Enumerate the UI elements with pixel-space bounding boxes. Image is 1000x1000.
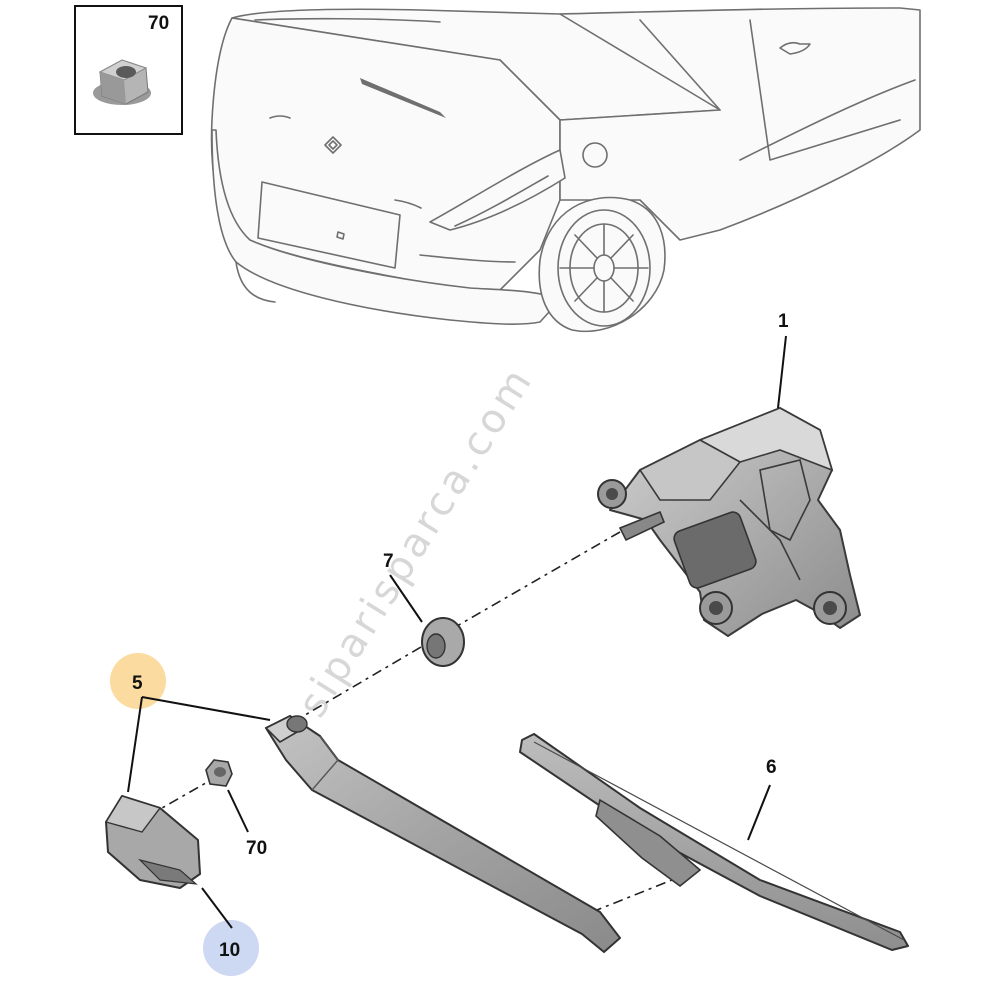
watermark-text: siparisparca.com [289,358,542,725]
callout-7: 7 [383,551,394,572]
leader-lines [127,335,787,929]
flange-nut-icon [93,59,151,105]
assembly-line-blade [591,879,673,913]
assembly-line-cap [161,775,219,809]
arm-nut-part [205,759,233,787]
inset-box: 70 [74,5,183,135]
wiper-motor-part [597,407,861,637]
wiper-arm-part [264,715,621,953]
callout-10: 10 [219,940,240,961]
callout-5: 5 [132,673,143,694]
callout-5-highlight [110,653,166,709]
callout-6: 6 [766,757,777,778]
callout-10-highlight [203,920,259,976]
arm-cap-part [104,795,201,889]
grommet-part [421,617,465,667]
wiper-blade-part [519,733,909,951]
car-rear-view [210,7,921,333]
callout-70: 70 [246,838,267,859]
inset-label: 70 [148,13,169,34]
callout-1: 1 [778,311,789,332]
